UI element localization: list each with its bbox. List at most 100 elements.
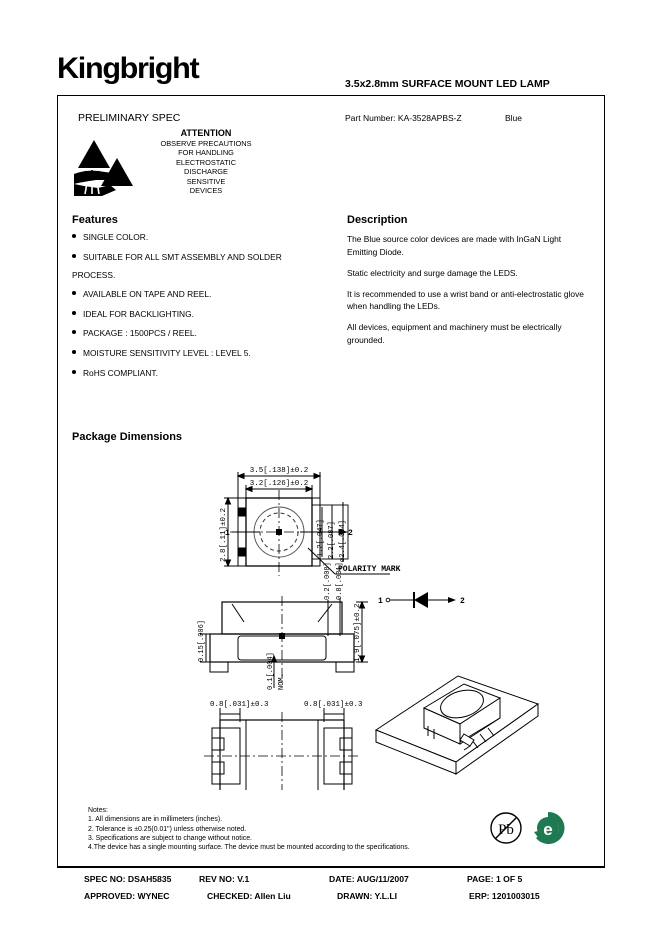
footer-approved: APPROVED: WYNEC — [84, 891, 170, 901]
feature-item: PACKAGE : 1500PCS / REEL. — [72, 328, 342, 339]
dimension-drawings: 3.5[.138]±0.2 3.2[.126]±0.2 — [198, 467, 540, 790]
terminal-notch-top — [238, 507, 246, 517]
company-logo: Kingbright — [57, 52, 200, 85]
footer: SPEC NO: DSAH5835 REV NO: V.1 DATE: AUG/… — [57, 867, 605, 909]
part-number: Part Number: KA-3528APBS-Z — [345, 113, 462, 123]
dim-label-side-right: 1.9[.075]±0.2 — [354, 603, 362, 662]
esd-sensitive-icon — [74, 140, 133, 196]
features-heading: Features — [72, 214, 118, 226]
footer-spec-no: SPEC NO: DSAH5835 — [84, 874, 172, 884]
terminal-notch-bottom — [238, 547, 246, 557]
esd-warning: ATTENTION OBSERVE PRECAUTIONS FOR HANDLI… — [72, 128, 262, 206]
description-paragraph-0: The Blue source color devices are made w… — [347, 234, 562, 257]
note-item-0: 1. All dimensions are in millimeters (in… — [88, 816, 223, 824]
dim-top-outer — [236, 472, 322, 498]
description-heading: Description — [347, 214, 408, 226]
footer-page: PAGE: 1 OF 5 — [467, 874, 523, 884]
esd-line-4: SENSITIVE — [186, 176, 226, 186]
feature-item: SINGLE COLOR. — [72, 232, 342, 243]
footer-erp: ERP: 1201003015 — [469, 891, 540, 901]
esd-line-2: ELECTROSTATIC — [175, 157, 237, 167]
diode-schematic: 1 2 — [378, 592, 465, 608]
package-drawing: 3.5[.138]±0.2 3.2[.126]±0.2 — [60, 450, 602, 790]
feature-text-1: SUITABLE FOR ALL SMT ASSEMBLY AND SOLDER — [83, 251, 282, 262]
footer-drawn: DRAWN: Y.L.LI — [337, 891, 397, 901]
feature-text-1-cont: PROCESS. — [72, 269, 116, 280]
feature-item: RoHS COMPLIANT. — [72, 368, 342, 379]
content-frame — [57, 95, 605, 867]
bottom-view — [204, 712, 360, 790]
feature-text-0: SINGLE COLOR. — [83, 232, 149, 242]
diode-pin2-label: 2 — [460, 597, 465, 606]
esd-line-3: DISCHARGE — [184, 167, 228, 177]
note-item-2: 3. Specifications are subject to change … — [88, 834, 252, 842]
rohs-label: e — [543, 820, 552, 839]
footer-row-2: APPROVED: WYNEC CHECKED: Allen Liu DRAWN… — [57, 891, 605, 909]
dim-top-left-height — [224, 496, 240, 568]
bullet-icon — [72, 349, 76, 354]
dim-label-pad-c: ø2.4[.094] — [339, 520, 347, 562]
polarity-leader — [307, 547, 336, 575]
feature-text-2: AVAILABLE ON TAPE AND REEL. — [83, 289, 212, 300]
lead-free-label: Pb — [498, 822, 514, 838]
feature-item: AVAILABLE ON TAPE AND REEL. — [72, 289, 342, 300]
diode-pin1-label: 1 — [378, 597, 383, 606]
esd-text-block: ATTENTION OBSERVE PRECAUTIONS FOR HANDLI… — [150, 128, 262, 195]
preliminary-spec-label: PRELIMINARY SPEC — [78, 112, 181, 124]
dim-label-pad-b: 2.2[.087] — [328, 521, 336, 559]
description-paragraph-3: All devices, equipment and machinery mus… — [347, 322, 562, 345]
top-view-pin2-label: 2 — [348, 529, 353, 538]
notes-block: Notes: 1. All dimensions are in millimet… — [88, 806, 468, 852]
description-paragraph-1: Static electricity and surge damage the … — [347, 267, 518, 278]
dim-label-side-small1: 0.2[.008] — [324, 562, 332, 600]
footer-divider — [57, 867, 605, 868]
dim-label-pad-a: 1.2[.047] — [317, 519, 325, 557]
esd-attention-title: ATTENTION — [180, 128, 232, 138]
feature-item: IDEAL FOR BACKLIGHTING. — [72, 309, 342, 320]
isometric-view — [374, 675, 540, 775]
polarity-mark-label: POLARITY MARK — [338, 565, 401, 574]
dim-side-right — [356, 600, 368, 664]
dim-label-top-inner: 3.2[.126]±0.2 — [250, 480, 309, 488]
esd-line-0: OBSERVE PRECAUTIONS — [160, 139, 252, 148]
dim-top-inner — [244, 485, 314, 498]
bullet-icon — [72, 291, 76, 296]
package-dimensions-heading: Package Dimensions — [72, 431, 183, 443]
feature-text-4: PACKAGE : 1500PCS / REEL. — [83, 328, 197, 339]
bullet-icon — [72, 310, 76, 315]
esd-line-5: DEVICES — [189, 186, 223, 196]
note-item-3: 4.The device has a single mounting surfa… — [88, 844, 410, 852]
color-label: Blue — [505, 113, 523, 123]
feature-text-3: IDEAL FOR BACKLIGHTING. — [83, 308, 194, 319]
feature-text-5: MOISTURE SENSITIVITY LEVEL : LEVEL 5. — [83, 347, 251, 358]
feature-item: SUITABLE FOR ALL SMT ASSEMBLY AND SOLDER… — [72, 252, 342, 281]
dim-label-side-nom-word: NOM. — [278, 673, 286, 690]
side-view — [209, 596, 355, 682]
bullet-icon — [72, 369, 76, 374]
dim-label-bottom-left: 0.8[.031]±0.3 — [210, 701, 269, 709]
dim-label-top-outer: 3.5[.138]±0.2 — [250, 467, 309, 475]
dim-label-bottom-right: 0.8[.031]±0.3 — [304, 701, 363, 709]
bullet-icon — [72, 234, 76, 238]
bullet-icon — [72, 253, 76, 258]
notes-title: Notes: — [88, 807, 108, 814]
features-list: SINGLE COLOR. SUITABLE FOR ALL SMT ASSEM… — [72, 232, 342, 387]
dim-label-top-height: 2.8[.11]±0.2 — [220, 508, 228, 562]
description-body: The Blue source color devices are made w… — [347, 233, 587, 355]
feature-item: MOISTURE SENSITIVITY LEVEL : LEVEL 5. — [72, 348, 342, 359]
dim-label-side-small2: 0.8[.031] — [336, 562, 344, 600]
footer-row-1: SPEC NO: DSAH5835 REV NO: V.1 DATE: AUG/… — [57, 874, 605, 892]
feature-text-6: RoHS COMPLIANT. — [83, 367, 158, 378]
dim-bottom — [219, 708, 345, 722]
lead-free-icon: Pb — [490, 812, 522, 844]
rohs-icon: e — [534, 811, 565, 844]
dim-right-stack — [311, 502, 349, 562]
product-headline: 3.5x2.8mm SURFACE MOUNT LED LAMP — [345, 78, 550, 90]
dim-label-side-nom: 0.1[.004] — [267, 652, 275, 690]
dim-label-side-left: 0.15[.006] — [198, 620, 206, 662]
esd-line-1: FOR HANDLING — [178, 148, 234, 158]
footer-checked: CHECKED: Allen Liu — [207, 891, 291, 901]
footer-rev-no: REV NO: V.1 — [199, 874, 250, 884]
bullet-icon — [72, 330, 76, 335]
